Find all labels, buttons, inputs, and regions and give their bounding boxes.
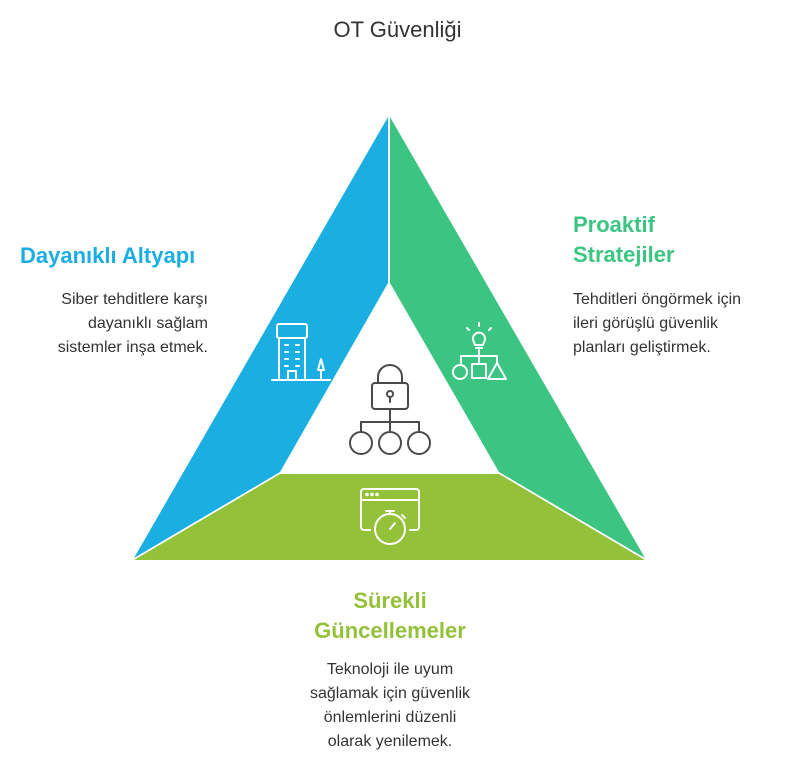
bottom-description: Teknoloji ile uyum sağlamak için güvenli… [250,658,530,754]
bottom-segment [134,474,645,560]
right-desc-line: planları geliştirmek. [573,339,711,356]
bottom-heading-line: Güncellemeler [314,618,466,643]
bottom-heading: Sürekli Güncellemeler [240,586,540,646]
left-heading: Dayanıklı Altyapı [20,243,196,268]
left-desc-line: Siber tehditlere karşı [61,291,208,308]
left-desc-line: sistemler inşa etmek. [57,339,208,356]
left-description: Siber tehditlere karşı dayanıklı sağlam … [20,288,208,360]
right-description: Tehditleri öngörmek için ileri görüşlü g… [573,288,788,360]
right-desc-line: ileri görüşlü güvenlik [573,315,718,332]
lock-network-icon [349,364,431,455]
left-desc-line: dayanıklı sağlam [87,315,208,332]
building-icon [271,323,331,381]
right-segment [390,117,645,558]
right-desc-line: Tehditleri öngörmek için [573,291,742,308]
bottom-heading-line: Sürekli [353,588,427,613]
bottom-desc-line: önlemlerini düzenli [323,709,457,726]
bottom-desc-line: Teknoloji ile uyum [326,661,454,678]
right-heading-line: Proaktif [573,212,655,237]
bottom-desc-line: sağlamak için güvenlik [309,685,471,702]
diagram-title: OT Güvenliği [333,17,462,42]
bottom-desc-line: olarak yenilemek. [327,733,453,750]
right-heading-line: Stratejiler [573,242,675,267]
left-segment [134,117,388,558]
right-heading: Proaktif Stratejiler [573,210,783,270]
browser-stopwatch-icon [360,488,420,545]
strategy-flow-icon [452,322,507,380]
